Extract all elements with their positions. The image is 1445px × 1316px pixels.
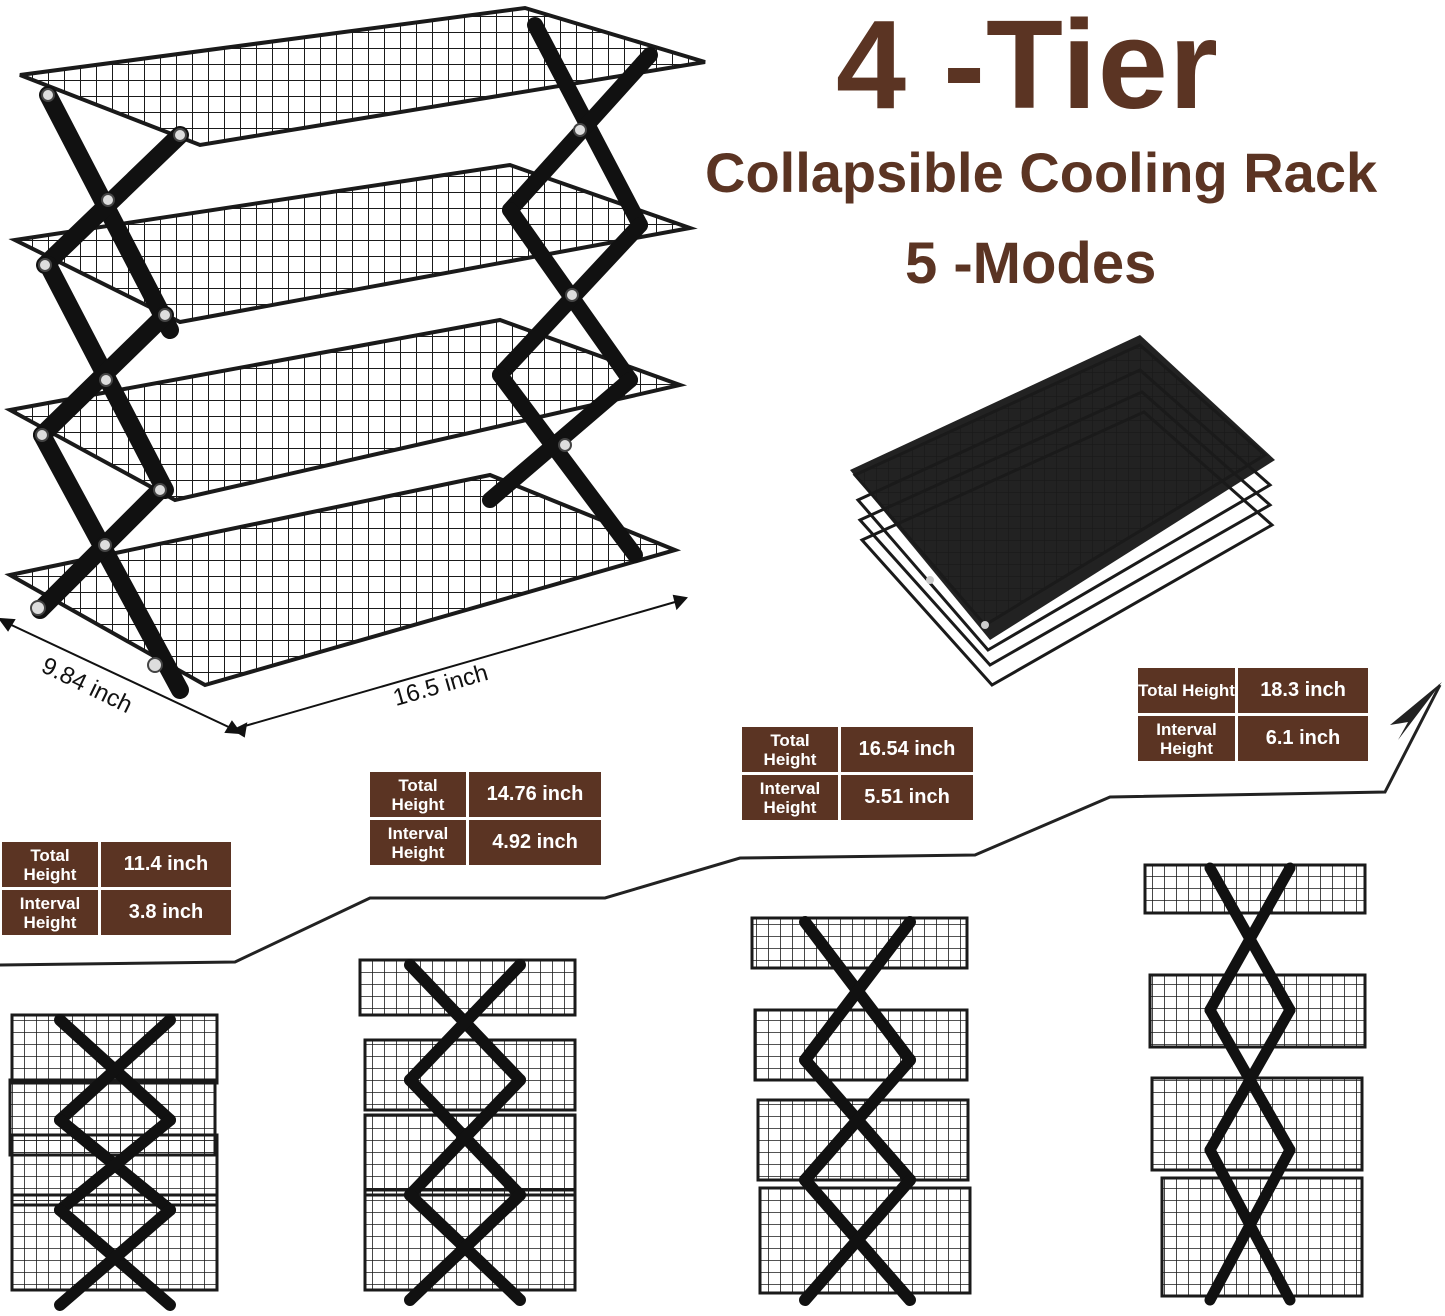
page-title: 4 -Tier — [836, 0, 1219, 135]
mode3-interval-value: 5.51 inch — [841, 775, 973, 820]
mode-rack-2 — [358, 958, 577, 1306]
mode3-total-value: 16.54 inch — [841, 727, 973, 772]
mode1-total-label: Total Height — [2, 842, 98, 887]
mode2-total-label: Total Height — [370, 772, 466, 817]
folded-rack — [850, 335, 1275, 687]
main-rack — [4, 5, 706, 699]
mode2-total-value: 14.76 inch — [469, 772, 601, 817]
mode1-total-value: 11.4 inch — [101, 842, 231, 887]
mode4-interval-value: 6.1 inch — [1238, 716, 1368, 761]
mode-rack-3 — [750, 916, 972, 1306]
dimension-arrows — [0, 594, 688, 738]
mode4-total-value: 18.3 inch — [1238, 668, 1368, 713]
mode1-interval-label: Interval Height — [2, 890, 98, 935]
growth-line — [0, 684, 1442, 967]
rack-shelf — [4, 472, 682, 688]
mode1-interval-value: 3.8 inch — [101, 890, 231, 935]
mode3-total-label: Total Height — [742, 727, 838, 772]
mode3-interval-label: Interval Height — [742, 775, 838, 820]
rack-shelf — [19, 5, 706, 148]
growth-arrow — [1390, 682, 1442, 740]
mode2-interval-value: 4.92 inch — [469, 820, 601, 865]
modes-heading: 5 -Modes — [905, 231, 1157, 296]
mode-rack-1 — [8, 1013, 219, 1311]
mode-rack-4 — [1143, 862, 1367, 1306]
mode4-total-label: Total Height — [1138, 668, 1235, 713]
mode2-interval-label: Interval Height — [370, 820, 466, 865]
product-subtitle: Collapsible Cooling Rack — [705, 141, 1378, 204]
mode4-interval-label: Interval Height — [1138, 716, 1235, 761]
